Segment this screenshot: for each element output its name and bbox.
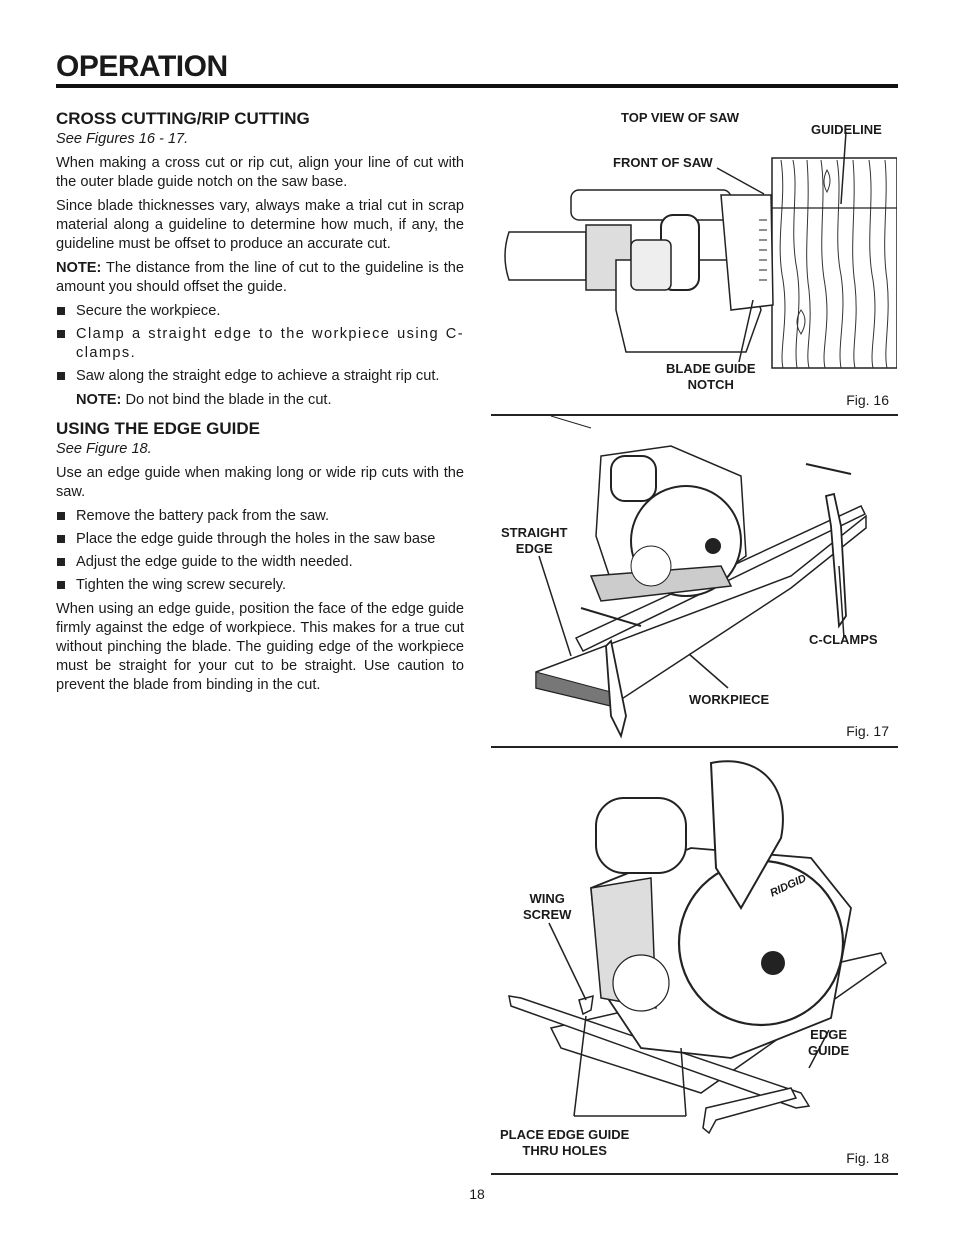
list-item: Remove the battery pack from the saw.	[56, 507, 464, 526]
paragraph-blade-thickness: Since blade thicknesses vary, always mak…	[56, 198, 464, 252]
page-number: 18	[469, 1186, 485, 1202]
straight-edge-saw-illustration	[535, 416, 867, 739]
label-guideline: GUIDELINE	[811, 122, 882, 137]
square-bullet-icon	[57, 558, 65, 566]
label-place-edge-guide: PLACE EDGE GUIDE THRU HOLES	[500, 1127, 630, 1158]
list-item: Adjust the edge guide to the width neede…	[56, 553, 464, 572]
paragraph-edge-guide-position: When using an edge guide, position the f…	[56, 601, 464, 693]
label-top-view-of-saw: TOP VIEW OF SAW	[621, 110, 739, 125]
note-label: NOTE:	[56, 260, 102, 276]
list-item: Clamp a straight edge to the workpiece u…	[56, 325, 464, 363]
page-title: OPERATION	[56, 50, 228, 83]
square-bullet-icon	[57, 372, 65, 380]
section-heading-edge-guide: USING THE EDGE GUIDE	[56, 419, 261, 438]
figure-divider	[491, 1173, 898, 1175]
label-edge-guide: EDGE GUIDE	[808, 1027, 850, 1058]
square-bullet-icon	[57, 307, 65, 315]
square-bullet-icon	[57, 330, 65, 338]
see-figure-18: See Figure 18.	[56, 441, 152, 457]
edge-guide-saw-illustration	[508, 760, 887, 1135]
label-wing-screw: WING SCREW	[523, 891, 572, 922]
list-item: Tighten the wing screw securely.	[56, 576, 464, 595]
note-offset: NOTE: The distance from the line of cut …	[56, 259, 464, 297]
square-bullet-icon	[57, 535, 65, 543]
square-bullet-icon	[57, 581, 65, 589]
cross-cut-steps: Secure the workpiece. Clamp a straight e…	[56, 302, 464, 386]
note-text: The distance from the line of cut to the…	[56, 260, 464, 295]
label-front-of-saw: FRONT OF SAW	[613, 155, 713, 170]
figure-16: TOP VIEW OF SAW GUIDELINE FRONT OF SAW B…	[491, 100, 897, 416]
figure-divider	[491, 414, 898, 416]
top-view-saw-illustration	[504, 131, 897, 369]
figure-17: STRAIGHT EDGE C-CLAMPS WORKPIECE Fig. 17	[491, 416, 897, 746]
label-straight-edge: STRAIGHT EDGE	[501, 525, 568, 556]
label-c-clamps: C-CLAMPS	[809, 632, 878, 647]
list-item: Saw along the straight edge to achieve a…	[56, 367, 464, 386]
note-text: Do not bind the blade in the cut.	[121, 392, 332, 408]
see-figures-16-17: See Figures 16 - 17.	[56, 131, 189, 147]
label-blade-guide-notch: BLADE GUIDE NOTCH	[666, 361, 756, 392]
edge-guide-steps: Remove the battery pack from the saw. Pl…	[56, 507, 464, 595]
square-bullet-icon	[57, 512, 65, 520]
paragraph-align-cut: When making a cross cut or rip cut, alig…	[56, 155, 464, 190]
figure-18: RIDGID WING SCREW EDGE GUIDE PLACE EDGE …	[491, 748, 897, 1176]
section-heading-cross-cutting: CROSS CUTTING/RIP CUTTING	[56, 109, 310, 128]
note-do-not-bind: NOTE: Do not bind the blade in the cut.	[56, 391, 464, 410]
figure-16-caption: Fig. 16	[846, 392, 889, 408]
left-column: CROSS CUTTING/RIP CUTTING See Figures 16…	[56, 108, 464, 700]
figure-17-caption: Fig. 17	[846, 723, 889, 739]
label-workpiece: WORKPIECE	[689, 692, 770, 707]
list-item: Secure the workpiece.	[56, 302, 464, 321]
title-rule	[56, 84, 898, 88]
paragraph-edge-guide-use: Use an edge guide when making long or wi…	[56, 465, 464, 500]
figure-18-caption: Fig. 18	[846, 1150, 889, 1166]
figure-divider	[491, 746, 898, 748]
list-item: Place the edge guide through the holes i…	[56, 530, 464, 549]
note-label: NOTE:	[76, 392, 122, 408]
